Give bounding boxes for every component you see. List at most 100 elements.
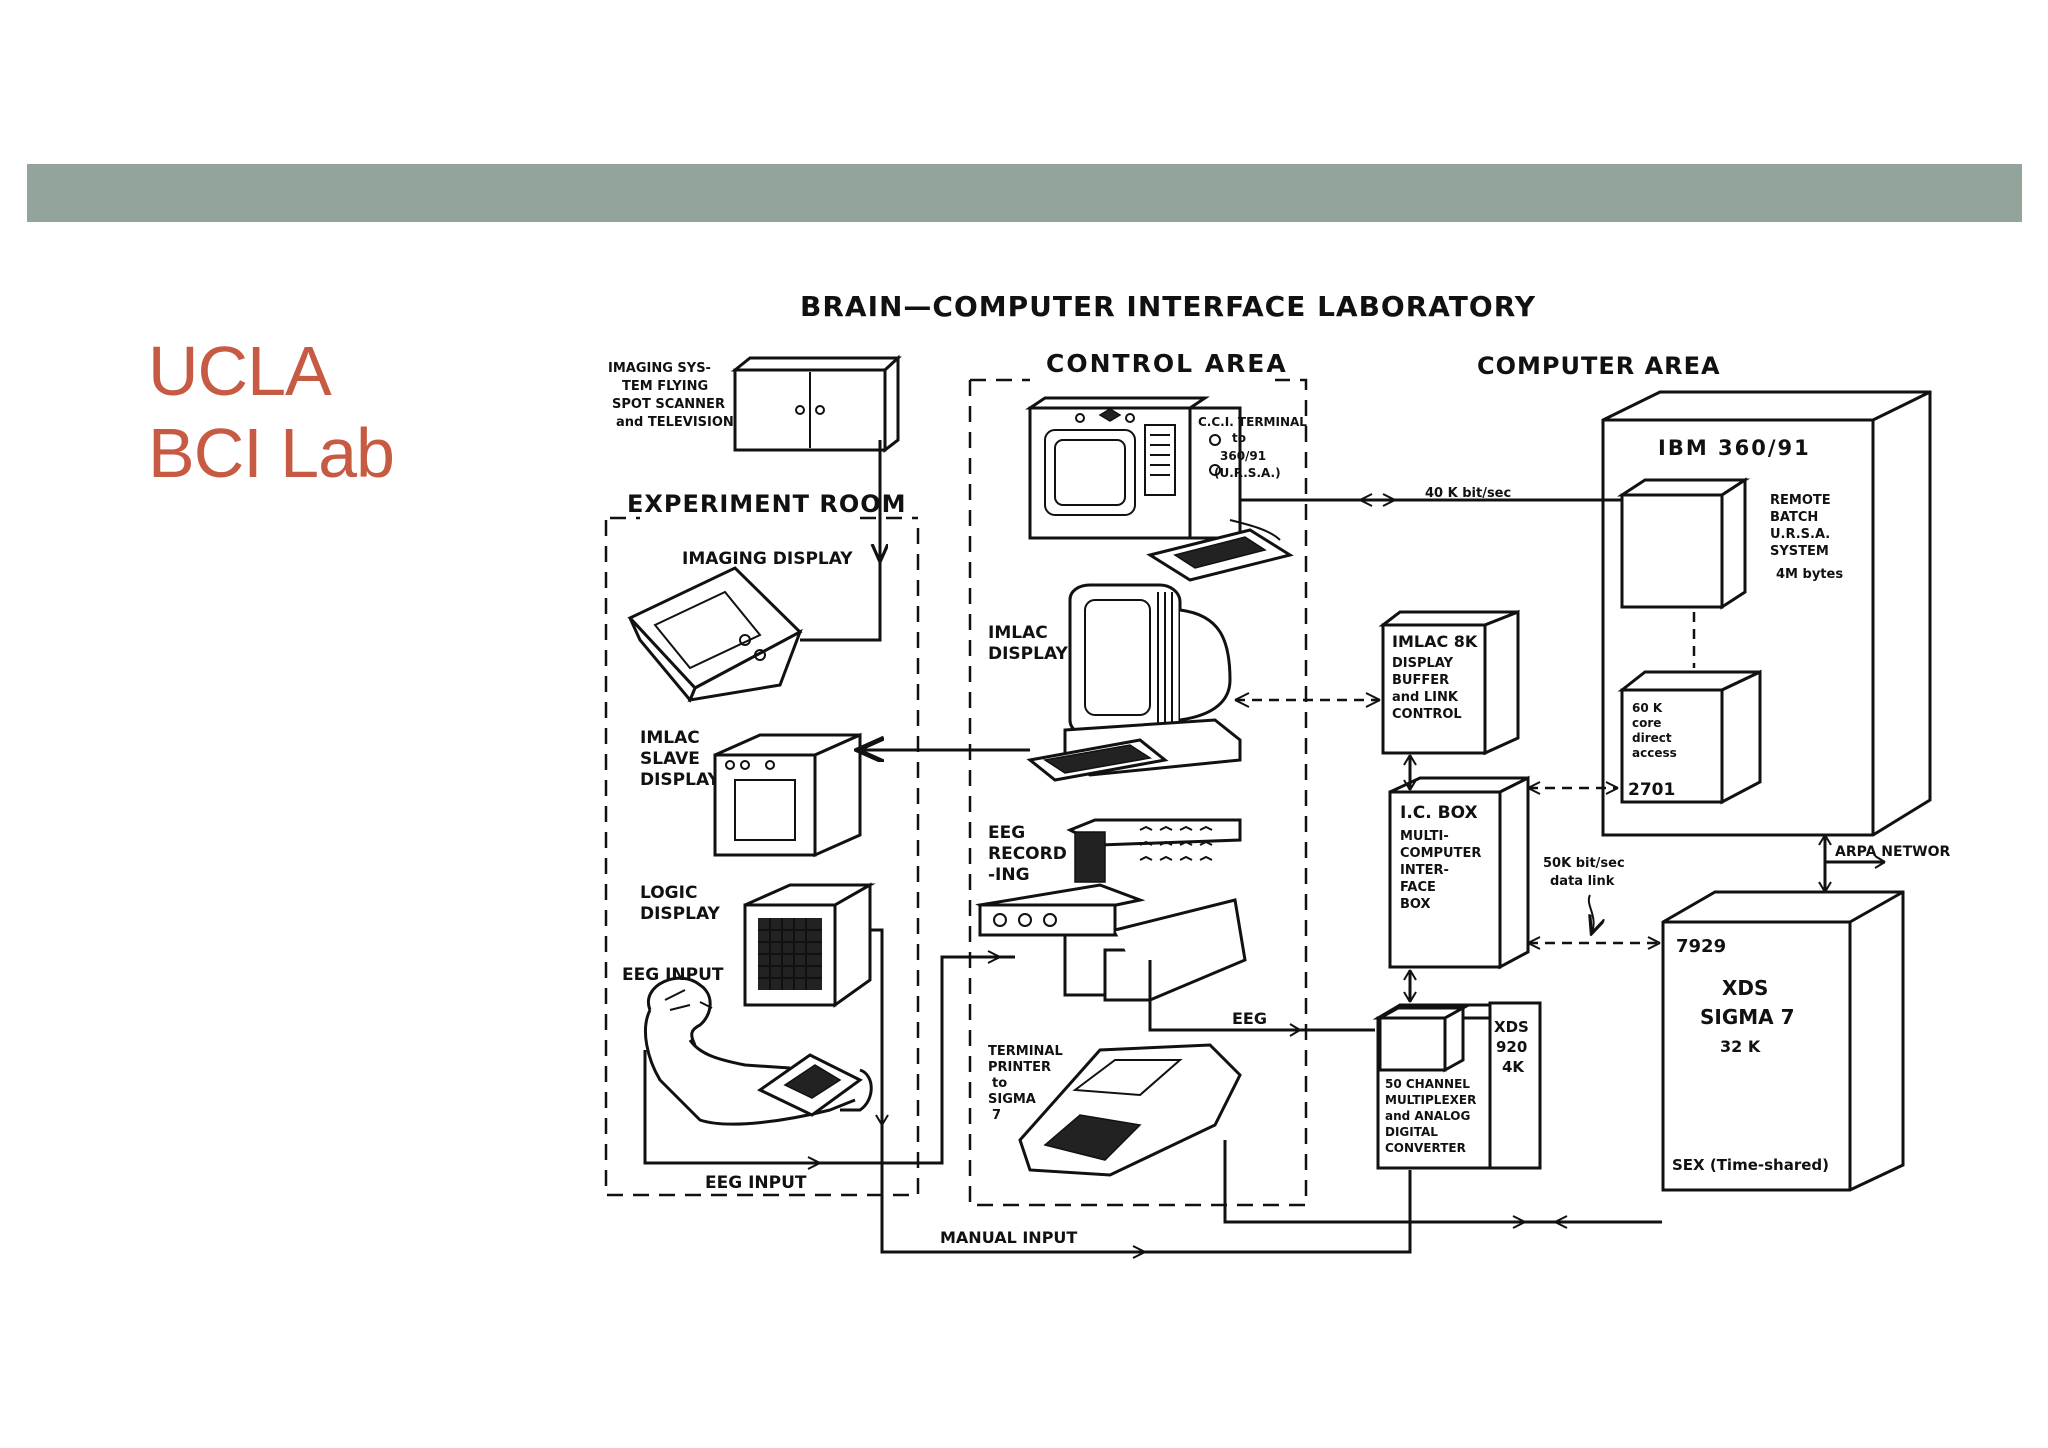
core-line3: direct [1632, 731, 1672, 745]
manual-input-label: MANUAL INPUT [940, 1228, 1077, 1247]
terminal-printer-line5: 7 [992, 1108, 1001, 1123]
ic-box-label: I.C. BOX MULTI- COMPUTER INTER- FACE BOX [1400, 803, 1481, 912]
ibm-label: IBM 360/91 [1658, 436, 1811, 460]
subject-figure [643, 976, 873, 1126]
multiplexer-label: 50 CHANNEL MULTIPLEXER and ANALOG DIGITA… [1385, 1077, 1476, 1155]
imlac-display-label: IMLAC DISPLAY [988, 623, 1069, 664]
imlac-8k-line4: and LINK [1392, 690, 1459, 705]
link-50k-line1: 50K bit/sec [1543, 856, 1625, 871]
core-line2: core [1632, 716, 1661, 730]
slide-title-line2: BCI Lab [148, 414, 395, 492]
cci-terminal-line4: (U.R.S.A.) [1214, 466, 1281, 480]
imlac-8k-box [1378, 609, 1520, 756]
multiplexer-line5: CONVERTER [1385, 1141, 1466, 1155]
remote-batch-line4: SYSTEM [1770, 544, 1829, 559]
ic-box-line6: BOX [1400, 897, 1431, 912]
imaging-line [800, 440, 882, 642]
eeg-input-bottom-label: EEG INPUT [705, 1173, 807, 1193]
imlac-8k-line3: BUFFER [1392, 673, 1449, 688]
logic-display-line [870, 928, 884, 1160]
computer-area-label: COMPUTER AREA [1477, 352, 1721, 380]
xds-920-line1: XDS [1494, 1018, 1529, 1036]
terminal-printer-label: TERMINAL PRINTER to SIGMA 7 [988, 1044, 1063, 1123]
sigma-line1: 7929 [1676, 936, 1726, 957]
ic-box [1388, 775, 1530, 970]
diagram-title: BRAIN—COMPUTER INTERFACE LABORATORY [800, 290, 1536, 323]
slide-title: UCLA BCI Lab [148, 330, 395, 494]
imlac-8k-line5: CONTROL [1392, 707, 1462, 722]
logic-display-monitor [743, 882, 876, 1008]
sigma-line3: SIGMA 7 [1700, 1005, 1795, 1029]
imlac-display-line1: IMLAC [988, 623, 1048, 643]
eeg-input-top-label: EEG INPUT [622, 965, 724, 985]
link-50k-label: 50K bit/sec data link [1543, 856, 1625, 889]
xds-920-line3: 4K [1502, 1058, 1525, 1076]
cci-terminal [1025, 396, 1294, 582]
link-50k-line2: data link [1550, 874, 1615, 889]
core-label: 60 K core direct access [1632, 701, 1677, 760]
imaging-display-label: IMAGING DISPLAY [682, 549, 853, 569]
terminal-printer-line4: SIGMA [988, 1092, 1036, 1107]
ic-box-line5: FACE [1400, 880, 1436, 895]
link-40k-label: 40 K bit/sec [1425, 486, 1511, 501]
eeg-recording-label: EEG RECORD -ING [988, 823, 1067, 885]
imaging-cabinet [730, 354, 902, 454]
xds-920-box [1372, 1001, 1542, 1170]
remote-batch-line3: U.R.S.A. [1770, 527, 1830, 542]
imlac-display-terminal [1026, 583, 1242, 782]
terminal-printer [1018, 1043, 1242, 1177]
cci-terminal-line2: to [1232, 431, 1246, 445]
sigma-7-label: 7929 XDS SIGMA 7 32 K [1676, 936, 1795, 1056]
multiplexer-line3: and ANALOG [1385, 1109, 1470, 1123]
arpa-label: ARPA NETWOR [1835, 844, 1950, 860]
experiment-room-boundary [604, 516, 920, 1197]
cci-terminal-line3: 360/91 [1220, 449, 1266, 463]
terminal-printer-line2: PRINTER [988, 1060, 1051, 1075]
imlac-slave-line1: IMLAC [640, 728, 700, 748]
multiplexer-line4: DIGITAL [1385, 1125, 1438, 1139]
manual-input-line [880, 1160, 1412, 1254]
ic-box-line1: I.C. BOX [1400, 803, 1478, 823]
sigma-7-cabinet [1661, 890, 1905, 1192]
imaging-system-line2: TEM FLYING [622, 379, 708, 394]
imlac-slave-label: IMLAC SLAVE DISPLAY [640, 728, 721, 790]
imaging-system-line1: IMAGING SYS- [608, 361, 711, 376]
eeg-line-label: EEG [1232, 1009, 1267, 1028]
slide-title-line1: UCLA [148, 332, 332, 410]
imaging-system-line3: SPOT SCANNER [612, 397, 725, 412]
header-band [27, 164, 2022, 222]
imlac-8k-line1: IMLAC 8K [1392, 632, 1478, 651]
experiment-room-label: EXPERIMENT ROOM [627, 490, 907, 518]
control-area-label: CONTROL AREA [1046, 349, 1288, 378]
eeg-recording-line2: RECORD [988, 844, 1067, 864]
terminal-printer-line3: to [992, 1076, 1007, 1091]
imaging-system-line4: and TELEVISION [616, 415, 734, 430]
core-line4: access [1632, 746, 1677, 760]
core-line1: 60 K [1632, 701, 1663, 715]
imaging-display-monitor [627, 566, 803, 703]
imaging-system-label: IMAGING SYS- TEM FLYING SPOT SCANNER and… [608, 361, 734, 430]
imlac-slave-line3: DISPLAY [640, 770, 721, 790]
eeg-recording-line3: -ING [988, 865, 1030, 885]
control-area-boundary [968, 378, 1308, 1207]
imlac-8k-label: IMLAC 8K DISPLAY BUFFER and LINK CONTROL [1392, 632, 1478, 722]
sex-label: SEX (Time-shared) [1672, 1156, 1829, 1174]
cci-terminal-line1: C.C.I. TERMINAL [1198, 415, 1307, 429]
eeg-input-line [643, 955, 1015, 1165]
imlac-display-line2: DISPLAY [988, 644, 1069, 664]
logic-display-line2: DISPLAY [640, 904, 721, 924]
remote-batch-line1: REMOTE [1770, 493, 1831, 508]
logic-display-line1: LOGIC [640, 883, 697, 903]
multiplexer-line2: MULTIPLEXER [1385, 1093, 1476, 1107]
xds-920-line2: 920 [1496, 1038, 1527, 1056]
imlac-8k-line2: DISPLAY [1392, 656, 1454, 671]
imlac-slave-line2: SLAVE [640, 749, 700, 769]
logic-display-label: LOGIC DISPLAY [640, 883, 721, 924]
remote-batch-label: REMOTE BATCH U.R.S.A. SYSTEM 4M bytes [1770, 493, 1843, 582]
eeg-recording-line1: EEG [988, 823, 1025, 843]
ic-box-line4: INTER- [1400, 863, 1449, 878]
sigma-line4: 32 K [1720, 1037, 1761, 1056]
printer-to-sigma-line [1223, 1140, 1662, 1224]
cci-terminal-label: C.C.I. TERMINAL to 360/91 (U.R.S.A.) [1198, 415, 1307, 480]
